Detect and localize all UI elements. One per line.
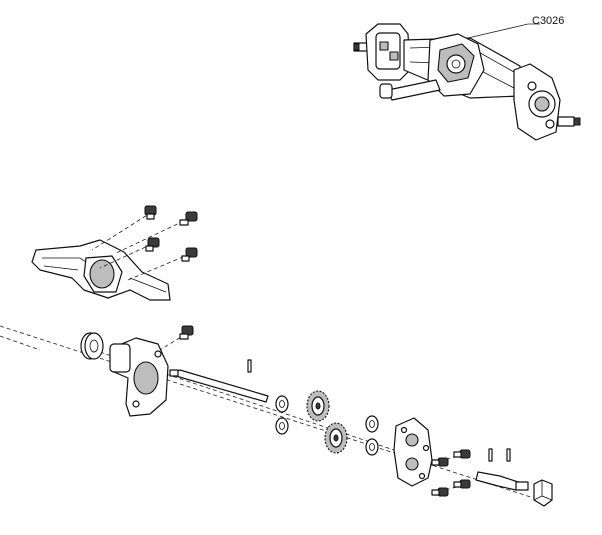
pin (247, 359, 252, 373)
gearbox-cover-outer (393, 417, 433, 487)
screw-icon (453, 479, 471, 489)
gear (324, 422, 348, 454)
screw-icon (431, 457, 449, 467)
screw-icon (181, 247, 198, 262)
output-stub-axle (475, 471, 529, 491)
gearbox-housing-inner (109, 337, 169, 417)
housing-screws (91, 205, 198, 281)
assembly-guide-lines (0, 325, 541, 501)
bushing (365, 438, 379, 456)
screw-icon (145, 237, 160, 252)
screw-icon (431, 487, 449, 497)
gear (306, 390, 330, 422)
axle-housing (31, 239, 171, 301)
bushing (365, 415, 379, 433)
hex-nut (533, 479, 553, 507)
part-number-label: C3026 (532, 15, 564, 27)
drive-shaft (169, 369, 269, 403)
pin (488, 448, 493, 462)
screw-icon (453, 449, 471, 459)
assembled-axle (353, 23, 581, 141)
screw-icon (179, 325, 194, 340)
bushing (275, 417, 289, 435)
part-callout: C3026 (467, 15, 564, 39)
bushing (275, 395, 289, 413)
screw-icon (179, 211, 198, 226)
screw-icon (144, 205, 157, 220)
pin (506, 448, 511, 462)
bearing (80, 332, 104, 360)
